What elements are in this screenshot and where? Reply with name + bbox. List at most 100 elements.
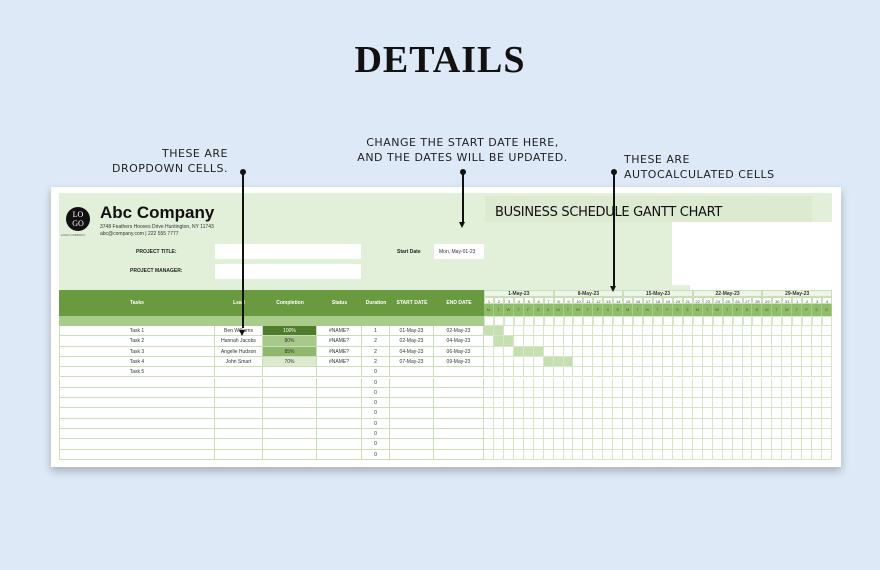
task-status-cell: #NAME?	[317, 346, 362, 357]
gantt-cell	[633, 336, 644, 347]
gantt-cell	[633, 449, 644, 460]
task-start-cell[interactable]	[390, 398, 434, 409]
gantt-cell	[533, 449, 544, 460]
task-start-cell[interactable]: 07-May-23	[390, 356, 434, 368]
gantt-cell	[543, 336, 554, 347]
gantt-cell	[503, 439, 514, 450]
gantt-cell	[762, 398, 773, 409]
gantt-cell	[633, 398, 644, 409]
gantt-cell	[643, 377, 654, 388]
task-lead-cell[interactable]	[215, 387, 263, 399]
task-lead-cell[interactable]	[215, 377, 263, 388]
task-lead-cell[interactable]	[215, 418, 263, 429]
project-title-input[interactable]	[215, 244, 361, 259]
gantt-cell	[702, 316, 713, 326]
note-line: AUTOCALCULATED CELLS	[624, 168, 775, 181]
task-lead-cell[interactable]	[215, 398, 263, 409]
gantt-cell	[792, 418, 803, 429]
gantt-cell	[523, 418, 534, 429]
gantt-cell	[493, 449, 504, 460]
task-lead-cell[interactable]: Hannah Jacobs	[215, 336, 263, 347]
gantt-cell	[712, 316, 723, 326]
gantt-cell	[543, 387, 554, 399]
gantt-cell	[643, 316, 654, 326]
day-number: 10	[573, 297, 584, 304]
gantt-cell	[732, 429, 743, 440]
task-start-cell[interactable]: 04-May-23	[390, 346, 434, 357]
day-number: 17	[643, 297, 654, 304]
gantt-cell	[772, 356, 783, 368]
gantt-cell	[653, 367, 663, 378]
gantt-cell	[603, 367, 614, 378]
gantt-cell	[812, 377, 823, 388]
gantt-cell	[692, 439, 703, 450]
gantt-cell	[543, 449, 554, 460]
task-start-cell[interactable]	[390, 429, 434, 440]
weekday-label: S	[752, 304, 763, 316]
gantt-cell	[822, 408, 832, 419]
gantt-cell	[563, 326, 574, 337]
task-start-cell[interactable]	[390, 387, 434, 399]
gantt-cell	[563, 346, 574, 357]
week-label: 8-May-23	[553, 290, 624, 297]
task-start-cell[interactable]: 02-May-23	[390, 336, 434, 347]
gantt-cell	[593, 346, 604, 357]
gantt-cell	[653, 316, 663, 326]
start-date-input[interactable]: Mon, May-01-23	[434, 244, 484, 259]
gantt-bar	[563, 356, 574, 368]
task-lead-cell[interactable]	[215, 439, 263, 450]
gantt-cell	[643, 387, 654, 399]
task-lead-cell[interactable]	[215, 408, 263, 419]
task-start-cell[interactable]	[390, 449, 434, 460]
task-completion-cell	[263, 449, 317, 460]
gantt-cell	[583, 377, 594, 388]
gantt-cell	[742, 387, 753, 399]
gantt-cell	[643, 439, 654, 450]
task-start-cell[interactable]	[390, 408, 434, 419]
gantt-cell	[643, 367, 654, 378]
chart-title: BUSINESS SCHEDULE GANTT CHART	[485, 196, 812, 222]
logo-tagline: LOGO COMPANY	[61, 233, 86, 237]
weekday-label: W	[782, 304, 793, 316]
task-lead-cell[interactable]: John Smart	[215, 356, 263, 368]
task-lead-cell[interactable]	[215, 429, 263, 440]
task-start-cell[interactable]	[390, 367, 434, 378]
gantt-cell	[732, 316, 743, 326]
weekday-label: T	[583, 304, 594, 316]
gantt-cell	[812, 439, 823, 450]
task-lead-cell[interactable]: Angelie Hudson	[215, 346, 263, 357]
gantt-cell	[643, 408, 654, 419]
gantt-cell	[503, 326, 514, 337]
gantt-cell	[484, 439, 494, 450]
gantt-cell	[623, 387, 634, 399]
task-lead-cell[interactable]	[215, 367, 263, 378]
task-start-cell[interactable]	[390, 418, 434, 429]
task-start-cell[interactable]	[390, 377, 434, 388]
gantt-cell	[742, 418, 753, 429]
gantt-cell	[653, 439, 663, 450]
gantt-cell	[513, 418, 524, 429]
gantt-cell	[503, 429, 514, 440]
task-lead-cell[interactable]	[215, 449, 263, 460]
gantt-cell	[653, 429, 663, 440]
column-header-completion: Completion	[276, 300, 304, 306]
gantt-cell	[822, 367, 832, 378]
task-start-cell[interactable]	[390, 439, 434, 450]
gantt-cell	[503, 316, 514, 326]
gantt-cell	[613, 429, 624, 440]
gantt-cell	[543, 439, 554, 450]
gantt-cell	[653, 377, 663, 388]
project-manager-input[interactable]	[215, 264, 361, 279]
gantt-cell	[822, 449, 832, 460]
gantt-cell	[742, 336, 753, 347]
gantt-cell	[553, 336, 564, 347]
gantt-cell	[752, 387, 763, 399]
gantt-bar	[513, 346, 524, 357]
gantt-cell	[792, 336, 803, 347]
gantt-cell	[702, 367, 713, 378]
task-start-cell[interactable]: 01-May-23	[390, 326, 434, 337]
gantt-cell	[573, 336, 584, 347]
gantt-cell	[682, 449, 693, 460]
gantt-cell	[493, 387, 504, 399]
gantt-cell	[822, 387, 832, 399]
